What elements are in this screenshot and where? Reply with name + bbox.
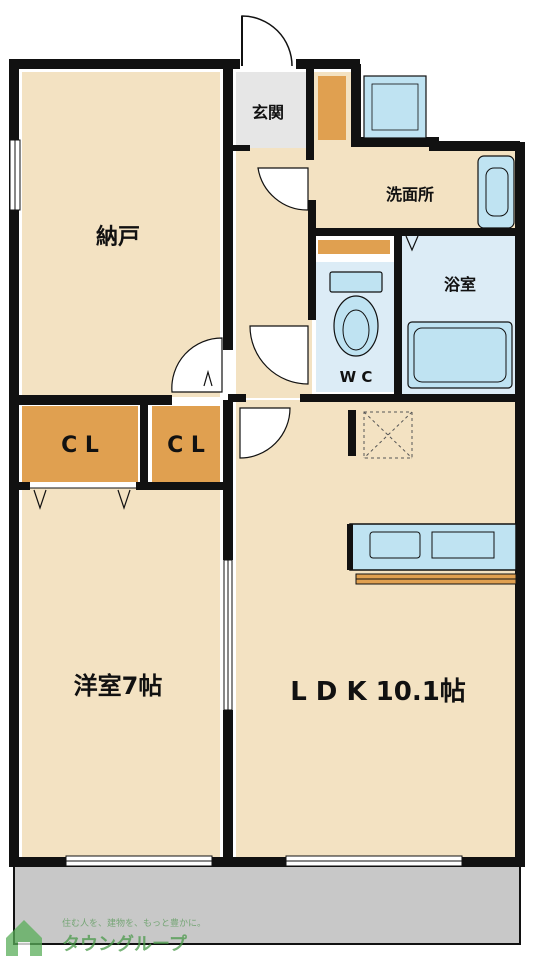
- label-entrance: 玄関: [252, 103, 284, 122]
- front-door-swing: [241, 15, 293, 67]
- washing-machine-inner: [371, 83, 419, 131]
- logo-name: タウングループ: [62, 933, 188, 955]
- label-bath: 浴室: [444, 275, 476, 294]
- label-ldk: L D K 10.1帖: [290, 677, 466, 707]
- kitchen-stove: [431, 531, 495, 559]
- washroom-upper-wall: [351, 64, 520, 151]
- bath-door-mark: [405, 235, 419, 252]
- storage-door-mark: [203, 369, 213, 387]
- wash-basin: [477, 155, 515, 229]
- entrance-floor: [236, 72, 312, 148]
- entrance-shoe-cabinet: [318, 76, 346, 140]
- label-western-room: 洋室7帖: [74, 672, 163, 700]
- wc-shelf: [318, 240, 390, 254]
- fridge-space-x1: [363, 411, 413, 459]
- washing-machine-pan: [363, 75, 427, 139]
- toilet-bowl: [333, 295, 379, 357]
- storage-room-floor: [22, 72, 220, 397]
- closet-right: [152, 406, 220, 482]
- bathtub: [407, 321, 513, 389]
- label-washroom: 洗面所: [386, 185, 434, 204]
- label-closet-left: C L: [61, 433, 99, 458]
- logo-tagline: 住む人を、建物を、もっと豊かに。: [62, 917, 206, 929]
- closet-door-left-mark: [33, 489, 47, 510]
- toilet-seat: [342, 309, 370, 351]
- ldk-door-swing: [239, 407, 291, 459]
- logo-house-icon: [6, 920, 42, 956]
- label-wc: W C: [340, 368, 373, 386]
- western-room-floor: [22, 488, 220, 858]
- fridge-space-x2: [363, 411, 413, 459]
- company-logo: 住む人を、建物を、もっと豊かに。 タウングループ: [6, 917, 206, 956]
- toilet-tank: [329, 271, 383, 293]
- kitchen-sink: [369, 531, 421, 559]
- balcony: [13, 861, 521, 945]
- wash-basin-bowl: [485, 167, 509, 217]
- fridge-space: [363, 411, 413, 459]
- label-closet-right: C L: [167, 433, 205, 458]
- closet-left: [22, 406, 138, 482]
- wc-door-swing: [249, 325, 309, 385]
- logo-house-door: [18, 942, 30, 956]
- ldk-floor: [236, 400, 518, 858]
- bathtub-inner: [413, 327, 507, 383]
- front-door-gap: [240, 58, 296, 70]
- closet-door-right-mark: [117, 489, 131, 510]
- hall-door-swing: [257, 167, 309, 211]
- label-storage: 納戸: [96, 224, 140, 250]
